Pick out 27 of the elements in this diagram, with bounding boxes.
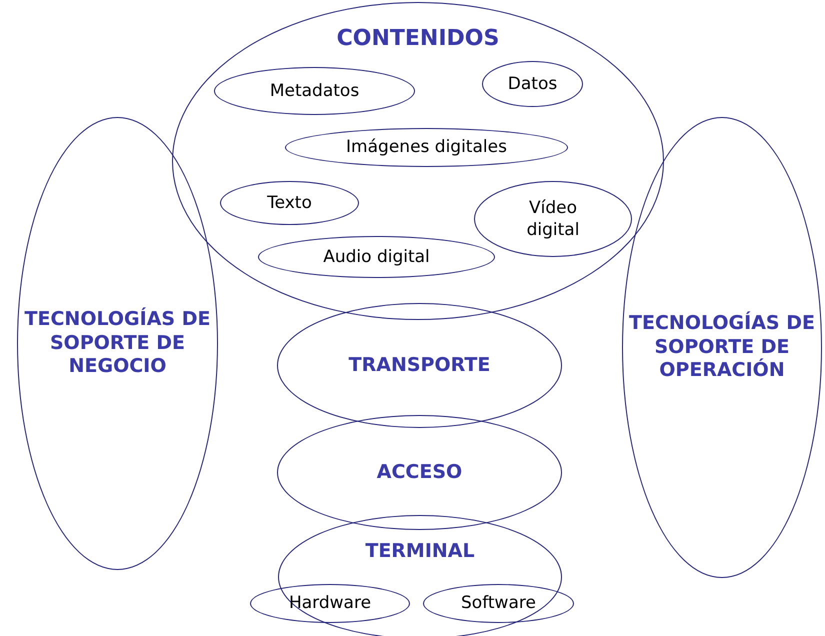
item-label: Texto: [267, 192, 312, 214]
category-title: TERMINAL: [365, 540, 475, 564]
item-label: Datos: [508, 72, 558, 96]
item-ellipse: [220, 181, 359, 225]
category-title: ACCESO: [376, 460, 462, 484]
category-title: TECNOLOGÍAS DE SOPORTE DE OPERACIÓN: [628, 312, 816, 384]
item-label: Vídeo digital: [526, 196, 580, 242]
item-label: Imágenes digitales: [346, 136, 507, 159]
item-label: Metadatos: [270, 80, 360, 102]
category-title: CONTENIDOS: [336, 25, 500, 52]
layer-ellipse: [277, 303, 562, 428]
item-ellipse: [285, 128, 568, 167]
category-title: TRANSPORTE: [348, 354, 490, 378]
layer-ellipse: [277, 415, 562, 530]
support-ellipse: [17, 117, 218, 570]
item-ellipse: [258, 236, 495, 278]
layer-ellipse: [278, 515, 562, 636]
item-ellipse: [423, 584, 574, 623]
item-ellipse: [250, 584, 410, 623]
item-label: Hardware: [288, 592, 372, 615]
item-ellipse: [482, 61, 583, 107]
item-label: Audio digital: [323, 246, 430, 268]
category-title: TECNOLOGÍAS DE SOPORTE DE NEGOCIO: [24, 308, 212, 380]
support-ellipse: [622, 117, 822, 578]
item-ellipse: [474, 181, 632, 257]
item-label: Software: [461, 592, 536, 615]
item-ellipse: [214, 67, 415, 115]
